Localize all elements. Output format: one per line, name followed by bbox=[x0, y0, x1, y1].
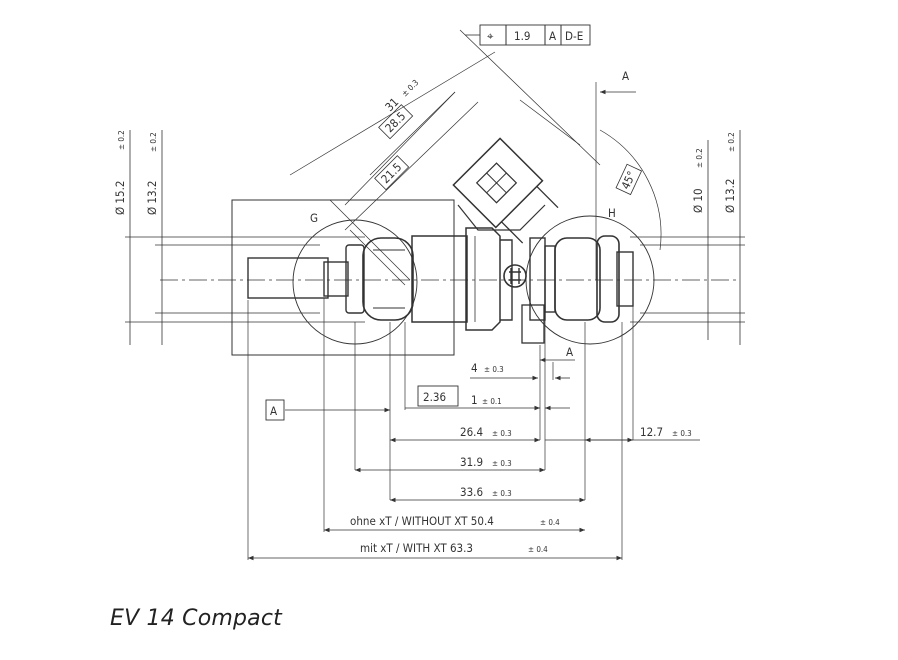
dim-12-7: 12.7 bbox=[640, 425, 663, 439]
datum-a-top: A bbox=[622, 69, 629, 83]
dim-26-4-tol: ± 0.3 bbox=[492, 429, 512, 438]
datum-a-box: A bbox=[270, 404, 277, 418]
angle-45: 45° bbox=[618, 169, 638, 192]
fcf-value: 1.9 bbox=[514, 29, 530, 43]
dim-2-36: 2.36 bbox=[423, 390, 446, 404]
dim-28-5: 28.5 bbox=[382, 109, 408, 135]
dia-right-inner: Ø 10 bbox=[691, 188, 705, 213]
xt-extension-outline bbox=[231, 199, 455, 356]
dim-33-6-tol: ± 0.3 bbox=[492, 489, 512, 498]
detail-h-label: H bbox=[608, 206, 616, 220]
dia-left-outer: Ø 15.2 bbox=[113, 181, 127, 215]
dim-50-4: ohne xT / WITHOUT XT 50.4 bbox=[350, 514, 494, 528]
fcf-datum-de: D-E bbox=[565, 29, 583, 43]
dim-26-4: 26.4 bbox=[460, 425, 483, 439]
dia-right-outer: Ø 13.2 bbox=[723, 179, 737, 213]
dim-21-5: 21.5 bbox=[378, 160, 404, 186]
electrical-connector bbox=[452, 137, 559, 244]
caption: EV 14 Compact bbox=[110, 606, 282, 631]
dim-50-4-tol: ± 0.4 bbox=[540, 518, 560, 527]
lower-o-ring bbox=[362, 237, 414, 321]
dim-4-tol: ± 0.3 bbox=[484, 365, 504, 374]
upper-o-ring bbox=[554, 237, 601, 321]
dim-63-3-tol: ± 0.4 bbox=[528, 545, 548, 554]
dim-31-9-tol: ± 0.3 bbox=[492, 459, 512, 468]
detail-h-circle bbox=[525, 215, 655, 345]
injector-tip bbox=[247, 257, 329, 299]
dim-63-3: mit xT / WITH XT 63.3 bbox=[360, 541, 473, 555]
detail-g-label: G bbox=[310, 211, 318, 225]
dim-31-9: 31.9 bbox=[460, 455, 483, 469]
dim-33-6: 33.6 bbox=[460, 485, 483, 499]
fcf-datum-a: A bbox=[549, 29, 556, 43]
dim-31-tol: ± 0.3 bbox=[400, 78, 420, 98]
dim-12-7-tol: ± 0.3 bbox=[672, 429, 692, 438]
dia-right-inner-tol: ± 0.2 bbox=[695, 148, 704, 168]
dia-right-outer-tol: ± 0.2 bbox=[727, 132, 736, 152]
position-symbol: ⌖ bbox=[487, 29, 494, 43]
bosch-logo bbox=[503, 264, 527, 288]
dia-left-inner-tol: ± 0.2 bbox=[149, 132, 158, 152]
dim-1: 1 bbox=[471, 393, 478, 407]
dim-4: 4 bbox=[471, 361, 478, 375]
datum-a-bottom: A bbox=[566, 345, 573, 359]
dim-1-tol: ± 0.1 bbox=[482, 397, 502, 406]
injector-body bbox=[411, 235, 468, 323]
dia-left-inner: Ø 13.2 bbox=[145, 181, 159, 215]
dia-left-outer-tol: ± 0.2 bbox=[117, 130, 126, 150]
